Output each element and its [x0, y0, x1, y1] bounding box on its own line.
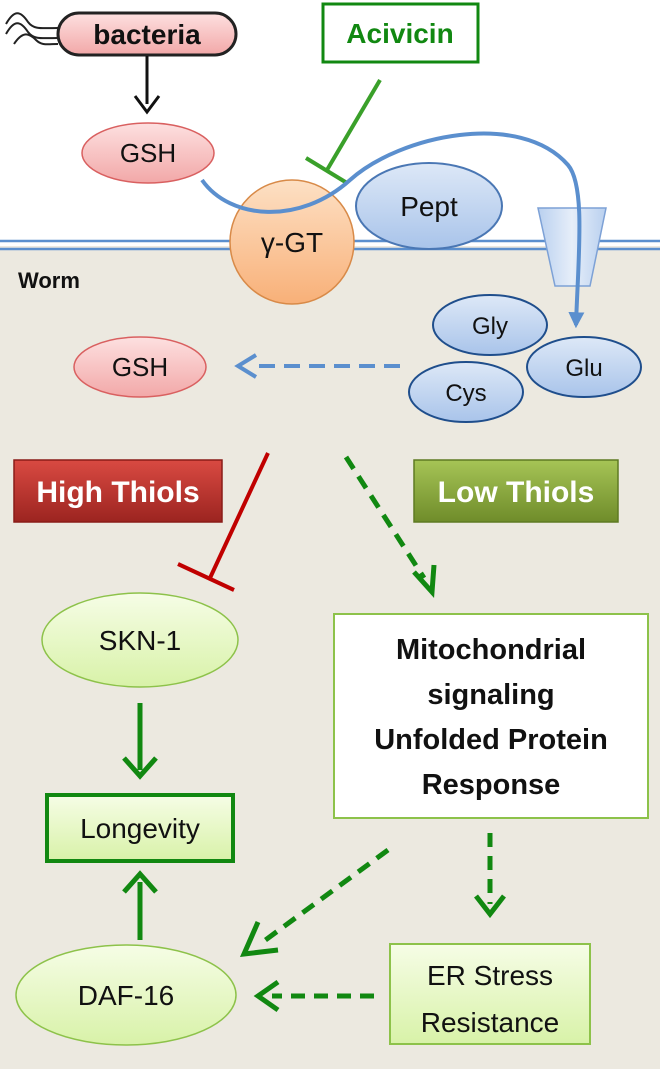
bacteria-flagella-icon	[5, 12, 59, 46]
er-line1: ER Stress	[427, 960, 553, 991]
bacteria-box	[56, 11, 238, 57]
cys-label: Cys	[445, 380, 486, 407]
mito-to-daf16-arrow	[239, 847, 390, 957]
gly-amino-acid	[432, 294, 548, 356]
er-line2: Resistance	[421, 1007, 560, 1038]
gsh-extracellular-label: GSH	[120, 138, 176, 168]
daf16-label: DAF-16	[78, 980, 174, 1011]
low-thiols-label: Low Thiols	[438, 476, 595, 509]
gsh-cleavage-path	[200, 131, 585, 329]
er-stress-box	[389, 943, 591, 1045]
gsh-extracellular	[81, 122, 215, 184]
longevity-label: Longevity	[80, 813, 200, 844]
glu-label: Glu	[565, 355, 602, 382]
daf16-to-longevity-arrow	[122, 870, 158, 940]
skn1-to-longevity-arrow	[122, 703, 158, 780]
mito-line3: Unfolded Protein	[374, 724, 608, 756]
resynthesis-arrow	[234, 353, 400, 379]
glu-amino-acid	[526, 336, 642, 398]
bacteria-to-gsh-arrow	[133, 56, 161, 115]
mito-line1: Mitochondrial	[396, 634, 586, 666]
acivicin-label: Acivicin	[346, 18, 453, 49]
high-thiols-box	[13, 459, 223, 523]
cys-amino-acid	[408, 361, 524, 423]
gamma-gt-label: γ-GT	[261, 227, 323, 258]
skn1-label: SKN-1	[99, 625, 181, 656]
high-thiols-inhibit-skn1	[177, 452, 270, 592]
mito-line4: Response	[422, 769, 561, 801]
low-thiols-to-mito-arrow	[343, 455, 437, 599]
worm-label: Worm	[18, 268, 80, 293]
pept-transporter	[355, 162, 503, 250]
pept-label: Pept	[400, 191, 458, 222]
daf16-node	[15, 944, 237, 1046]
mito-line2: signaling	[427, 679, 554, 711]
mito-upr-box	[333, 613, 649, 819]
gly-label: Gly	[472, 313, 508, 340]
bacteria-label: bacteria	[93, 19, 201, 50]
membrane-channel	[537, 207, 607, 287]
longevity-box	[45, 793, 235, 863]
gsh-intracellular-label: GSH	[112, 352, 168, 382]
mito-to-er-arrow	[474, 833, 506, 919]
acivicin-inhibits-ggt	[304, 78, 382, 185]
er-to-daf16-arrow	[253, 979, 374, 1013]
acivicin-box	[321, 2, 480, 64]
gsh-intracellular	[73, 336, 207, 398]
skn1-node	[41, 592, 239, 688]
low-thiols-box	[413, 459, 619, 523]
high-thiols-label: High Thiols	[36, 476, 199, 509]
